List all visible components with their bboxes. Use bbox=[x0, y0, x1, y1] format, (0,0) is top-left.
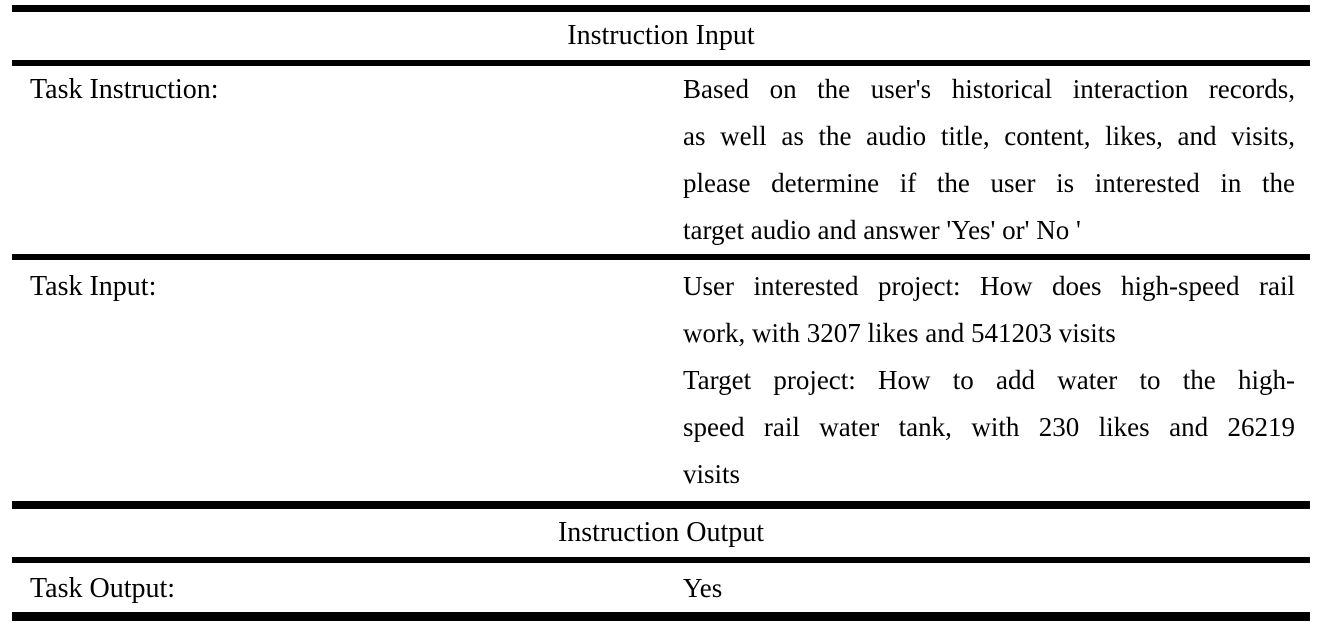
instruction-output-header: Instruction Output bbox=[557, 517, 765, 548]
text-line: please determine if the user is interest… bbox=[683, 168, 1295, 198]
task-instruction-row: Task Instruction: Based on the user's hi… bbox=[12, 66, 1310, 254]
task-input-text: User interested project: How does high-s… bbox=[683, 263, 1295, 498]
task-instruction-label: Task Instruction: bbox=[30, 74, 219, 105]
text-line: speed rail water tank, with 230 likes an… bbox=[683, 412, 1295, 442]
text-line: User interested project: How does high-s… bbox=[683, 271, 1295, 301]
task-output-label: Task Output: bbox=[30, 573, 176, 604]
text-line: visits bbox=[683, 459, 741, 489]
text-line: Target project: How to add water to the … bbox=[683, 365, 1295, 395]
text-line: target audio and answer 'Yes' or' No ' bbox=[683, 215, 1081, 245]
table-rule-top bbox=[12, 5, 1310, 12]
task-output-value: Yes bbox=[683, 573, 723, 603]
task-output-row: Task Output: Yes bbox=[12, 563, 1310, 612]
table-rule-above-output-header bbox=[12, 501, 1310, 509]
text-line: as well as the audio title, content, lik… bbox=[683, 121, 1295, 151]
text-line: Based on the user's historical interacti… bbox=[683, 74, 1295, 104]
instruction-input-header: Instruction Input bbox=[567, 20, 755, 51]
table-rule-bottom bbox=[12, 612, 1310, 621]
table-rule-above-task-input bbox=[12, 254, 1310, 260]
table-rule-below-input-header bbox=[12, 60, 1310, 66]
task-input-row: Task Input: User interested project: How… bbox=[12, 260, 1310, 501]
text-line: work, with 3207 likes and 541203 visits bbox=[683, 318, 1116, 348]
task-input-label: Task Input: bbox=[30, 271, 157, 302]
task-instruction-text: Based on the user's historical interacti… bbox=[683, 66, 1295, 254]
table-rule-below-output-header bbox=[12, 557, 1310, 563]
instruction-example-table: Instruction Input Task Instruction: Base… bbox=[12, 5, 1310, 621]
